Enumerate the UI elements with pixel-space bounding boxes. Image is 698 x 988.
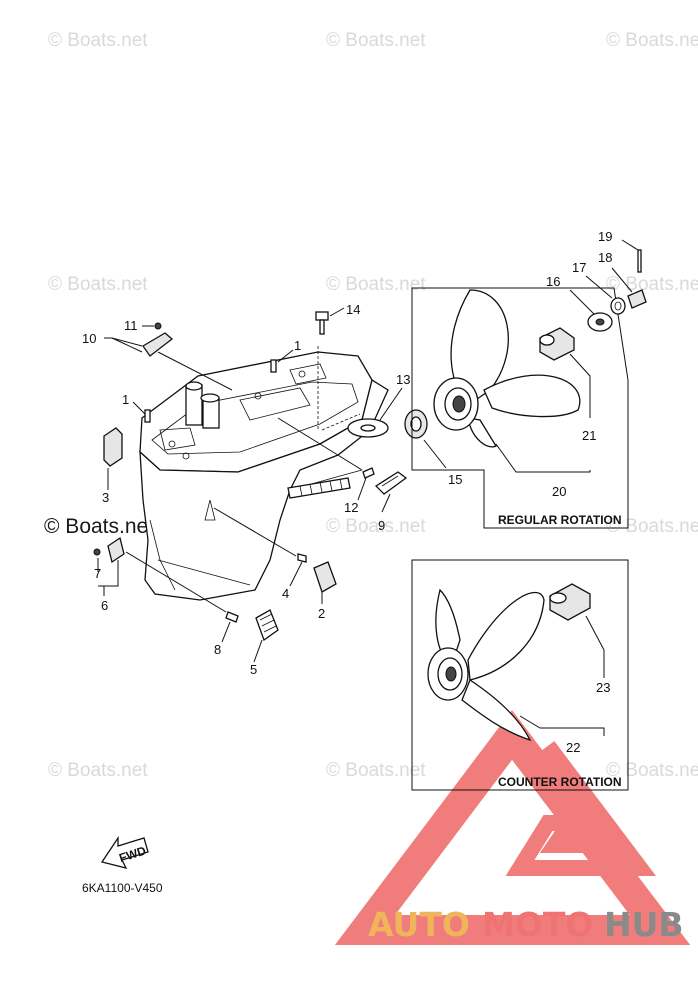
callout-12: 12 (344, 500, 358, 515)
watermark-text: © Boats.net (326, 516, 426, 537)
callout-17: 17 (572, 260, 586, 275)
watermark-text: © Boats.net (606, 760, 698, 781)
callout-21: 21 (582, 428, 596, 443)
watermark-text: © Boats.net (606, 274, 698, 295)
part-bolt-8 (225, 611, 239, 623)
brand-auto: AUTO (368, 905, 470, 944)
part-anode-10 (142, 322, 174, 357)
watermark-text: © Boats.net (48, 274, 148, 295)
part-cover-2 (313, 561, 337, 593)
callout-13: 13 (396, 372, 410, 387)
part-pin-19 (637, 249, 642, 273)
counter-rotation-box: COUNTER ROTATION (411, 559, 629, 791)
propeller-regular (433, 289, 581, 448)
propeller-counter (427, 588, 545, 742)
callout-6: 6 (101, 598, 108, 613)
counter-rotation-label: COUNTER ROTATION (498, 775, 622, 789)
callout-3: 3 (102, 490, 109, 505)
brand-wordmark: AUTO MOTO HUB (368, 905, 684, 944)
watermark-layer: © Boats.net © Boats.net © Boats.net © Bo… (44, 30, 698, 781)
callout-4: 4 (282, 586, 289, 601)
part-spacer-15 (404, 409, 428, 439)
leader-lines (97, 239, 639, 736)
callout-14: 14 (346, 302, 360, 317)
part-nut-18 (627, 289, 647, 309)
part-bolt-14 (315, 311, 329, 335)
brand-moto: MOTO (482, 905, 593, 944)
part-nut-16 (587, 312, 613, 332)
part-anode-3 (103, 427, 123, 467)
part-bolt-4 (297, 553, 307, 563)
watermark-text: © Boats.net (48, 30, 148, 51)
watermark-text: © Boats.net (606, 30, 698, 51)
part-bolt-12 (362, 467, 375, 479)
part-plate-5 (255, 609, 279, 642)
diagram-code: 6KA1100-V450 (82, 881, 163, 895)
callout-10: 10 (82, 331, 96, 346)
callout-22: 22 (566, 740, 580, 755)
callout-8: 8 (214, 642, 221, 657)
watermark-text: © Boats.net (606, 516, 698, 537)
watermark-text: © Boats.net (326, 30, 426, 51)
part-grommet-9 (374, 471, 408, 495)
watermark-text: © Boats.net (326, 760, 426, 781)
part-pin-1b (144, 409, 151, 423)
watermark-text: © Boats.net (326, 274, 426, 295)
callout-23: 23 (596, 680, 610, 695)
callout-2: 2 (318, 606, 325, 621)
callout-5: 5 (250, 662, 257, 677)
regular-rotation-label: REGULAR ROTATION (498, 513, 622, 527)
fwd-arrow: FWD (100, 835, 149, 869)
callout-15: 15 (448, 472, 462, 487)
callout-19: 19 (598, 229, 612, 244)
part-washer-17 (610, 297, 626, 315)
callout-18: 18 (598, 250, 612, 265)
callout-20: 20 (552, 484, 566, 499)
callout-11: 11 (124, 318, 138, 333)
watermark-text: © Boats.net (48, 760, 148, 781)
callout-1b: 1 (122, 392, 129, 407)
callout-labels: 11 10 1 1 14 13 15 3 12 9 7 6 4 2 8 5 19… (82, 229, 612, 755)
part-anode-6 (93, 536, 125, 564)
callout-7: 7 (94, 566, 101, 581)
watermark-text-dark: © Boats.net (44, 515, 154, 538)
brand-logo-triangle (334, 710, 691, 945)
part-spline-bushing-21 (539, 327, 575, 361)
callout-16: 16 (546, 274, 560, 289)
part-washer-13 (347, 418, 389, 438)
callout-9: 9 (378, 518, 385, 533)
brand-hub: HUB (604, 905, 684, 944)
callout-1a: 1 (294, 338, 301, 353)
lower-unit-casing (139, 346, 389, 601)
part-pin-1a (270, 359, 277, 373)
part-spline-bushing-23 (549, 583, 591, 621)
